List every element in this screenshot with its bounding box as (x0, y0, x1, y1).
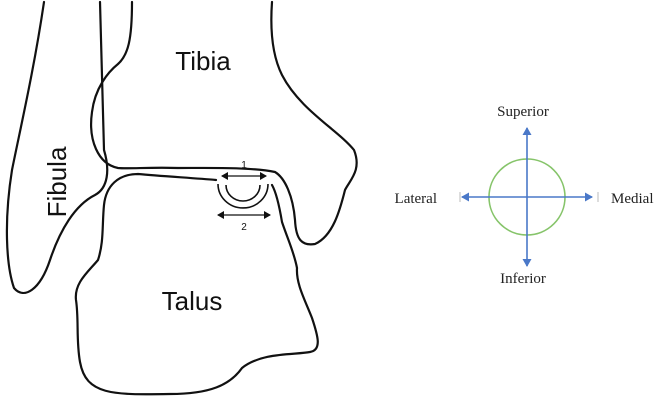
talus-label: Talus (162, 286, 223, 316)
lesion-outer (217, 183, 269, 209)
marker-1-label: 1 (241, 160, 247, 171)
tibia-label: Tibia (175, 46, 231, 76)
lesion-inner (225, 184, 261, 202)
medial-label: Medial (611, 191, 654, 207)
fibula-label: Fibula (42, 146, 72, 217)
orientation-compass: Superior Inferior Lateral Medial (395, 104, 654, 287)
inferior-label: Inferior (500, 271, 546, 287)
marker-2-label: 2 (241, 222, 247, 233)
superior-label: Superior (497, 104, 549, 120)
talus-outline (74, 172, 319, 396)
fibula-outline (5, 0, 109, 294)
lateral-label: Lateral (395, 191, 437, 207)
tibia-outline (90, 0, 358, 246)
